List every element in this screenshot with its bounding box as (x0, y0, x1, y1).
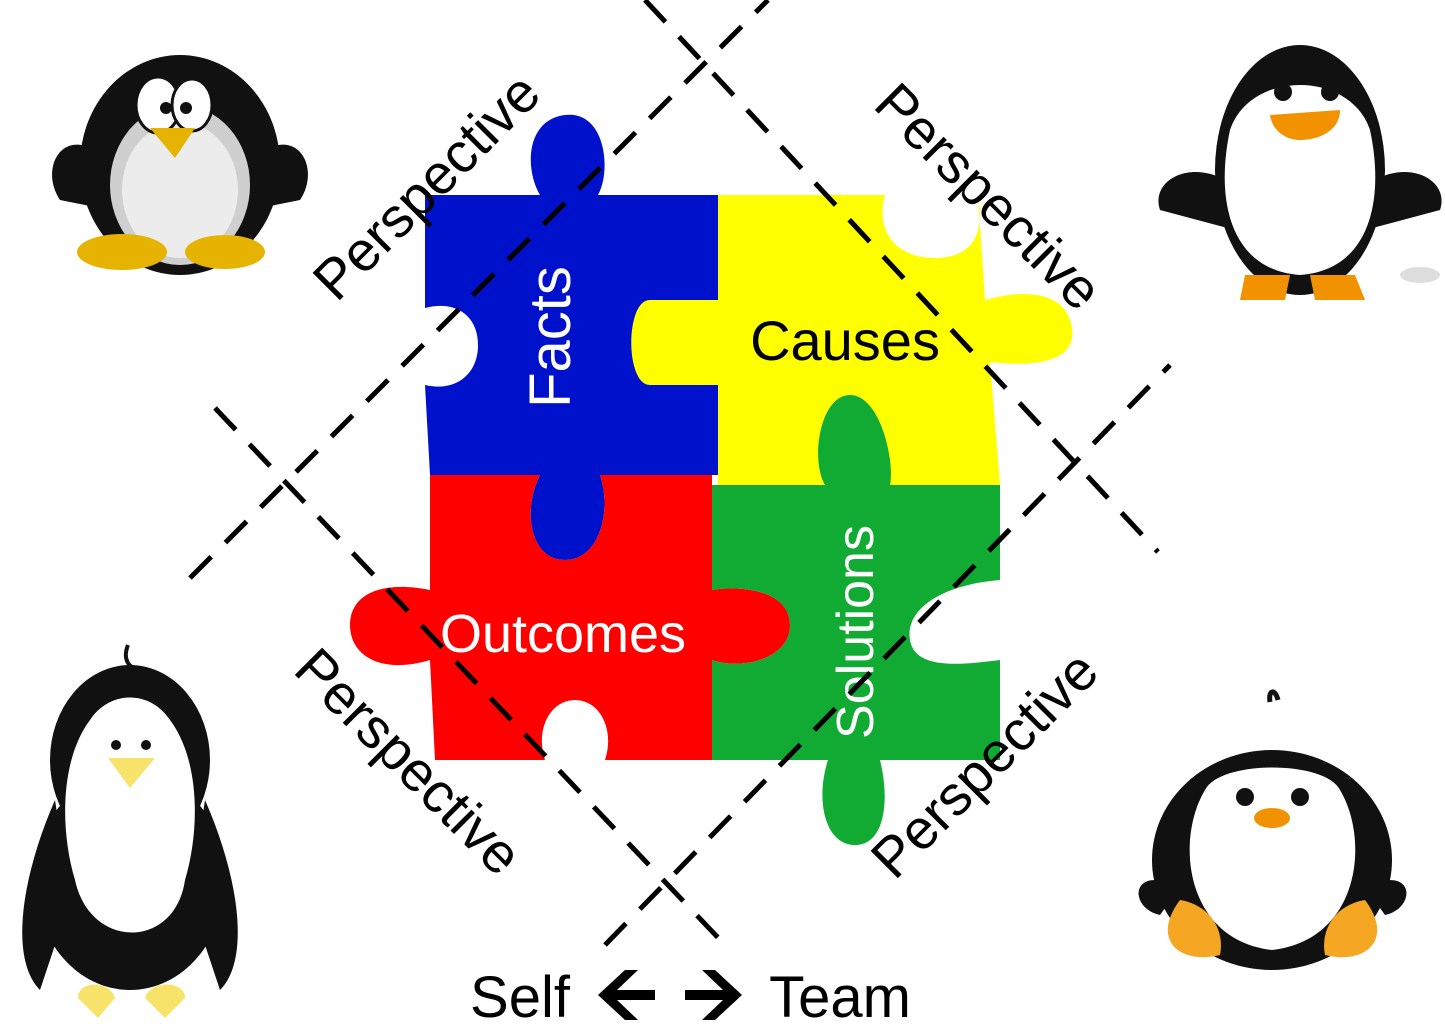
facts-puzzle-piece (425, 114, 718, 561)
dashed-line-top-left-diagonal (188, 0, 770, 580)
causes-puzzle-piece (631, 195, 1073, 485)
dashed-line-bottom-right-diagonal (603, 363, 1172, 947)
facts-label: Facts (518, 266, 583, 408)
dashed-lines (188, 0, 1172, 947)
dashed-line-top-right-diagonal (643, 0, 1160, 554)
solutions-puzzle-piece (712, 395, 1000, 845)
penguin-top-left-icon (52, 55, 308, 275)
causes-label: Causes (750, 309, 940, 372)
team-label: Team (769, 965, 911, 1024)
solutions-label: Solutions (827, 525, 885, 739)
dashed-line-bottom-left-diagonal (213, 406, 727, 947)
arrow-left-icon (598, 970, 655, 1020)
penguin-top-right-icon (1158, 45, 1442, 300)
outcomes-label: Outcomes (440, 604, 686, 664)
self-label: Self (470, 965, 571, 1024)
outcomes-puzzle-piece (350, 475, 790, 760)
penguin-bottom-left-icon (22, 644, 238, 1018)
penguin-bottom-right-icon (1138, 689, 1407, 970)
arrow-right-icon (685, 970, 742, 1020)
